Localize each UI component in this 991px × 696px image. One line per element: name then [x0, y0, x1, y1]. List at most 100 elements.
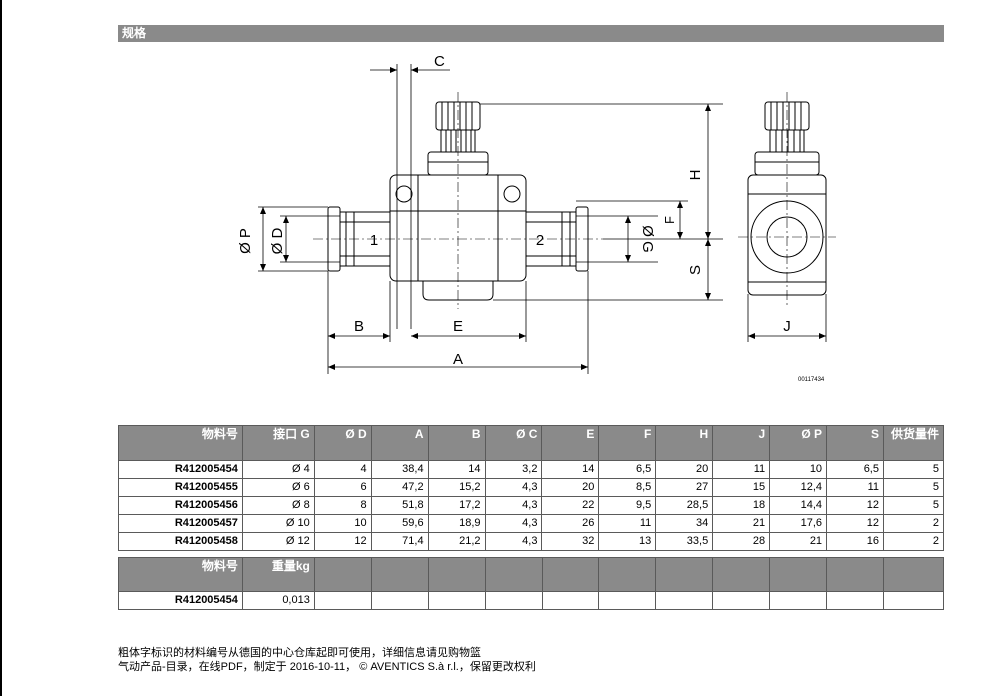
- table-cell: 4,3: [484, 496, 543, 515]
- dim-label-c: C: [434, 53, 445, 70]
- table-cell: 10: [313, 514, 372, 533]
- dim-label-j: J: [783, 318, 791, 335]
- table-cell: 32: [541, 532, 600, 551]
- table-cell: 12: [313, 532, 372, 551]
- table-cell: 14: [427, 460, 486, 479]
- column-header: Ø D: [313, 425, 372, 461]
- dim-label-b: B: [354, 318, 364, 335]
- drawing-code: 00117434: [798, 377, 825, 383]
- table-cell: [313, 591, 372, 610]
- technical-drawing: C H F S Ø P Ø D Ø G B E A J 1 2 00117434: [237, 53, 836, 383]
- table-cell: Ø 12: [241, 532, 315, 551]
- table-cell: 16: [826, 532, 884, 551]
- page-left-border: [0, 0, 2, 696]
- dim-label-p: Ø P: [237, 228, 254, 254]
- column-header: F: [598, 425, 657, 461]
- table-cell: 13: [598, 532, 657, 551]
- table-cell: 4,3: [484, 478, 543, 497]
- table-cell: 51,8: [370, 496, 429, 515]
- table-cell: 5: [882, 460, 945, 479]
- table-cell: 18,9: [427, 514, 486, 533]
- table-cell: 34: [655, 514, 714, 533]
- table-cell: 2: [882, 532, 945, 551]
- table-cell: 5: [882, 496, 945, 515]
- table-cell: 20: [655, 460, 714, 479]
- table-cell: 38,4: [370, 460, 429, 479]
- column-header: E: [541, 425, 600, 461]
- part-number-cell: R412005455: [118, 478, 243, 497]
- footer-note: 粗体字标识的材料编号从德国的中心仓库起即可使用，详细信息请见购物篮: [118, 647, 481, 659]
- column-header: [883, 557, 944, 592]
- table-cell: 4,3: [484, 532, 543, 551]
- table-cell: 11: [598, 514, 657, 533]
- column-header: [712, 557, 771, 592]
- table-cell: 14: [541, 460, 600, 479]
- table-cell: 17,6: [769, 514, 828, 533]
- column-header: A: [370, 425, 429, 461]
- table-cell: [427, 591, 486, 610]
- table-cell: 8,5: [598, 478, 657, 497]
- column-header: S: [826, 425, 884, 461]
- table-cell: 10: [769, 460, 828, 479]
- table-cell: 14,4: [769, 496, 828, 515]
- port-label-1: 1: [370, 232, 378, 249]
- table-cell: 28: [712, 532, 771, 551]
- table-cell: [484, 591, 543, 610]
- column-header: [541, 557, 600, 592]
- table-cell: 15: [712, 478, 771, 497]
- column-header: [484, 557, 543, 592]
- table-cell: 6,5: [598, 460, 657, 479]
- column-header: J: [712, 425, 771, 461]
- dim-label-s: S: [687, 265, 704, 275]
- table-cell: 6,5: [826, 460, 884, 479]
- footer-copyright: 气动产品-目录，在线PDF，制定于 2016-10-11， © AVENTICS…: [118, 661, 536, 673]
- table-cell: 27: [655, 478, 714, 497]
- table-cell: 12: [826, 514, 884, 533]
- table-cell: 11: [712, 460, 771, 479]
- table-cell: [712, 591, 771, 610]
- column-header: B: [427, 425, 486, 461]
- part-number-cell: R412005456: [118, 496, 243, 515]
- table-cell: 11: [826, 478, 884, 497]
- table-cell: 4: [313, 460, 372, 479]
- table-cell: 4,3: [484, 514, 543, 533]
- table-cell: 8: [313, 496, 372, 515]
- table-cell: Ø 6: [241, 478, 315, 497]
- table-cell: 21: [769, 532, 828, 551]
- table-cell: [598, 591, 657, 610]
- table-cell: 33,5: [655, 532, 714, 551]
- table-cell: 20: [541, 478, 600, 497]
- table-cell: 47,2: [370, 478, 429, 497]
- table-cell: [769, 591, 828, 610]
- table-cell: 26: [541, 514, 600, 533]
- table-cell: 2: [882, 514, 945, 533]
- dim-label-d: Ø D: [269, 228, 286, 255]
- table-cell: [370, 591, 429, 610]
- table-cell: 9,5: [598, 496, 657, 515]
- table-cell: Ø 8: [241, 496, 315, 515]
- column-header: [598, 557, 657, 592]
- table-cell: 6: [313, 478, 372, 497]
- part-number-cell: R412005454: [118, 460, 243, 479]
- table-cell: Ø 10: [241, 514, 315, 533]
- column-header: [826, 557, 885, 592]
- table-cell: 3,2: [484, 460, 543, 479]
- table-cell: 71,4: [370, 532, 429, 551]
- section-title: 规格: [118, 25, 944, 42]
- port-label-2: 2: [536, 232, 544, 249]
- table-cell: 5: [882, 478, 945, 497]
- table-cell: 0,013: [241, 591, 315, 610]
- column-header: Ø C: [484, 425, 543, 461]
- table-cell: Ø 4: [241, 460, 315, 479]
- table-cell: 12: [826, 496, 884, 515]
- column-header: [313, 557, 372, 592]
- column-header: Ø P: [769, 425, 828, 461]
- table-cell: [655, 591, 714, 610]
